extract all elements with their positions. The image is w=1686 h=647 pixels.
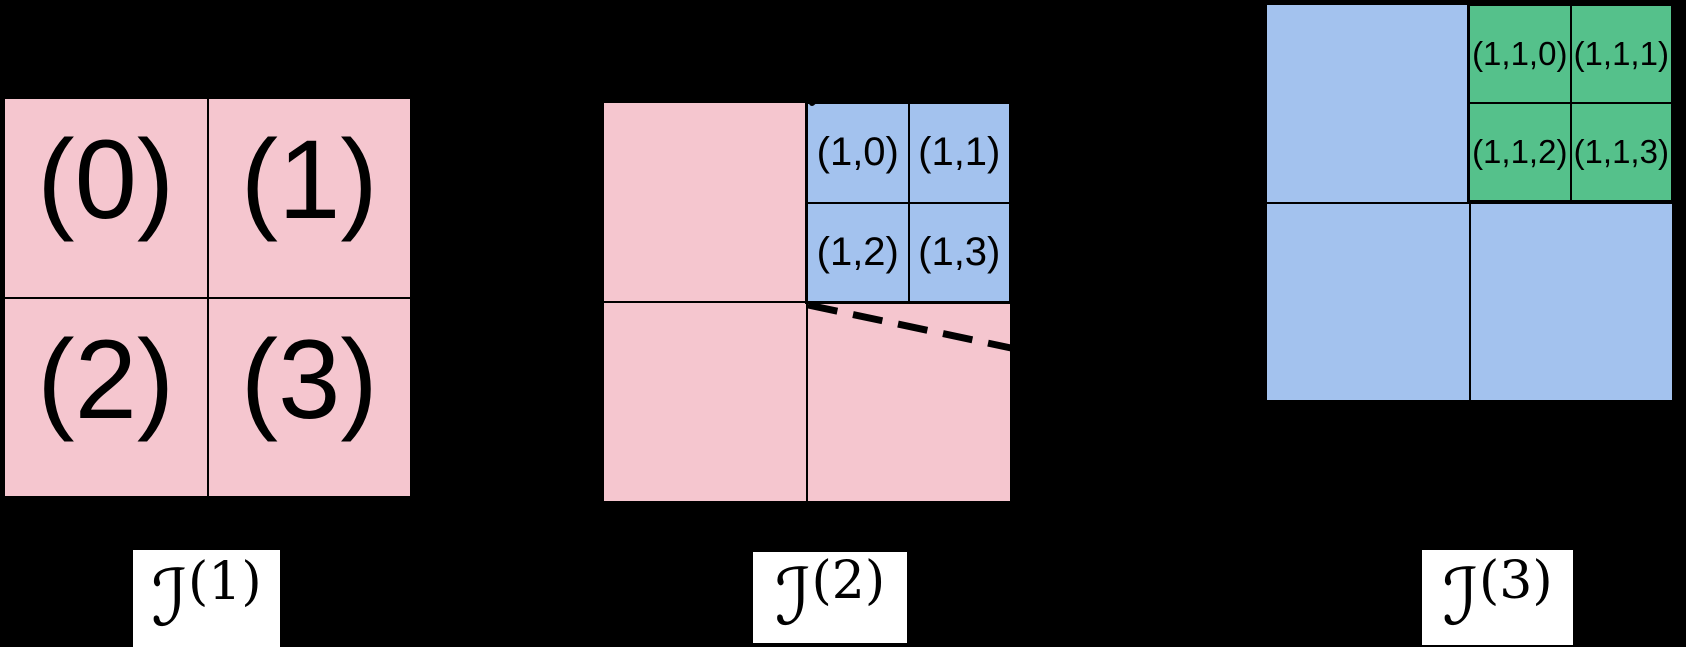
grid-cell: (2) (5, 298, 207, 496)
cell-label: (1,1,0) (1472, 35, 1568, 72)
caption-symbol: ℐ (774, 552, 812, 643)
cell-label: (1,1,2) (1472, 133, 1568, 170)
grid-cell: (1,1,3) (1571, 104, 1671, 200)
grid-cell: (0) (5, 99, 207, 297)
panel-level-1-grid: (0) (1) (2) (3) (3, 97, 412, 498)
grid-cell: (1,2) (808, 203, 908, 301)
grid-cell: (1) (208, 99, 410, 297)
cell-label: (0) (37, 117, 175, 243)
quadrant-cell (1267, 203, 1469, 400)
cell-label: (1) (240, 117, 378, 243)
cell-label: (1,1,3) (1573, 133, 1669, 170)
panel-level-2-subdivision-grid: (1,0) (1,1) (1,2) (1,3) (805, 101, 1012, 304)
grid-cell: (1,1,1) (1571, 6, 1671, 102)
caption-level-3: ℐ(3) (1422, 550, 1573, 645)
caption-superscript: (3) (1478, 550, 1553, 611)
caption-level-2: ℐ(2) (753, 552, 907, 643)
caption-superscript: (2) (811, 550, 886, 611)
panel-level-3-subdivision-grid: (1,1,0) (1,1,1) (1,1,2) (1,1,3) (1467, 3, 1674, 203)
cell-label: (1,3) (918, 229, 1001, 274)
quadrant-cell (604, 103, 806, 301)
caption-superscript: (1) (187, 551, 262, 612)
quadrant-cell (808, 303, 1010, 501)
quadrant-cell (604, 303, 806, 501)
cell-label: (2) (37, 316, 175, 442)
grid-cell: (3) (208, 298, 410, 496)
cell-label: (3) (240, 316, 378, 442)
grid-cell: (1,0) (808, 104, 908, 202)
cell-label: (1,1,1) (1573, 35, 1669, 72)
cell-label: (1,1) (918, 130, 1001, 175)
grid-cell: (1,1,0) (1470, 6, 1570, 102)
quadrant-cell (1267, 5, 1469, 202)
grid-cell: (1,1) (909, 104, 1009, 202)
cell-label: (1,2) (816, 229, 899, 274)
quadrant-cell (1470, 203, 1672, 400)
caption-symbol: ℐ (1442, 552, 1479, 643)
grid-cell: (1,3) (909, 203, 1009, 301)
caption-symbol: ℐ (151, 553, 188, 644)
grid-cell: (1,1,2) (1470, 104, 1570, 200)
caption-level-1: ℐ(1) (133, 550, 280, 647)
cell-label: (1,0) (816, 130, 899, 175)
